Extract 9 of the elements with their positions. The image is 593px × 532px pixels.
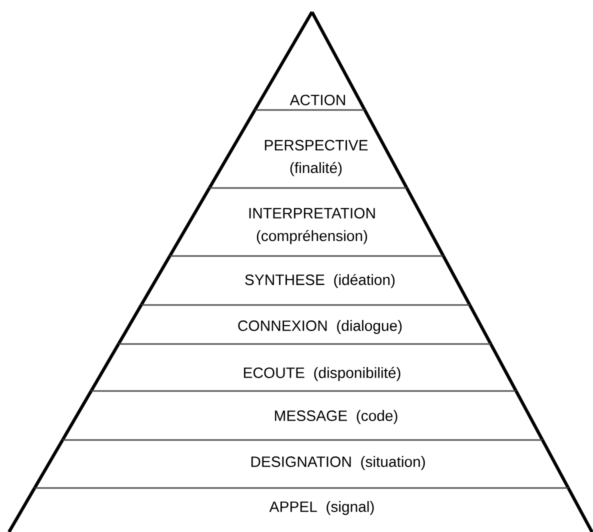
pyramid-level: INTERPRETATION (compréhension) bbox=[168, 187, 445, 257]
pyramid-level: PERSPECTIVE (finalité) bbox=[208, 109, 408, 189]
pyramid-level: MESSAGE (code) bbox=[61, 390, 544, 441]
pyramid-level: APPEL (signal) bbox=[8, 487, 593, 532]
pyramid-level: ACTION bbox=[254, 11, 366, 111]
pyramid-level: SYNTHESE (idéation) bbox=[140, 255, 472, 306]
pyramid-level: DESIGNATION (situation) bbox=[33, 439, 570, 489]
pyramid-level: ECOUTE (disponibilité) bbox=[90, 343, 518, 392]
pyramid-level: CONNEXION (dialogue) bbox=[117, 304, 492, 345]
